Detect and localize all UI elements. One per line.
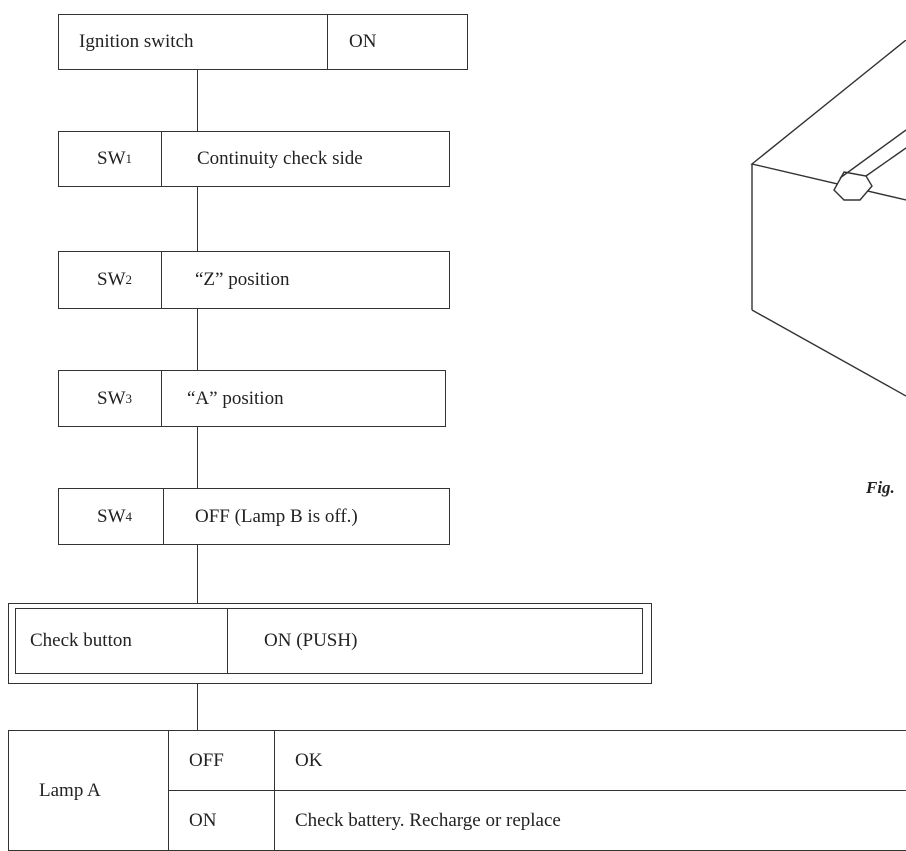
lamp-a-result-table: Lamp A OFF OK ON Check battery. Recharge… [8,730,906,851]
step-divider [161,132,162,186]
connector-line [197,309,198,371]
step-value: ON (PUSH) [264,630,358,651]
step-divider [227,609,228,673]
step-value: ON [349,31,377,52]
connector-line [197,545,198,607]
connector-line [197,427,198,489]
table-row: Lamp A OFF OK [8,730,906,851]
step-value: Continuity check side [197,148,363,169]
step-divider [163,489,164,544]
connector-line [197,70,198,132]
step-label: Check button [30,630,132,651]
step-divider [161,371,162,426]
step-check-button-inner: Check button ON (PUSH) [15,608,643,674]
step-value: OFF (Lamp B is off.) [195,505,358,527]
lamp-a-label: Lamp A [8,730,169,851]
table-row: ON Check battery. Recharge or replace [9,790,906,851]
handle-tab [833,129,906,201]
step-value: “Z” position [195,269,290,290]
step-divider [161,252,162,308]
lamp-action: Check battery. Recharge or replace [274,790,906,851]
step-ignition-switch: Ignition switch ON [58,14,468,70]
lamp-state: ON [168,790,275,851]
figure-caption: Fig. [866,478,895,497]
step-label: Ignition switch [79,31,194,52]
step-check-button: Check button ON (PUSH) [8,603,652,684]
lamp-action: OK [274,730,906,791]
connector-line [197,187,198,252]
step-value: “A” position [187,387,284,409]
connector-line [197,684,198,731]
lamp-state: OFF [168,730,275,791]
device-illustration [750,40,906,397]
step-divider [327,15,328,69]
